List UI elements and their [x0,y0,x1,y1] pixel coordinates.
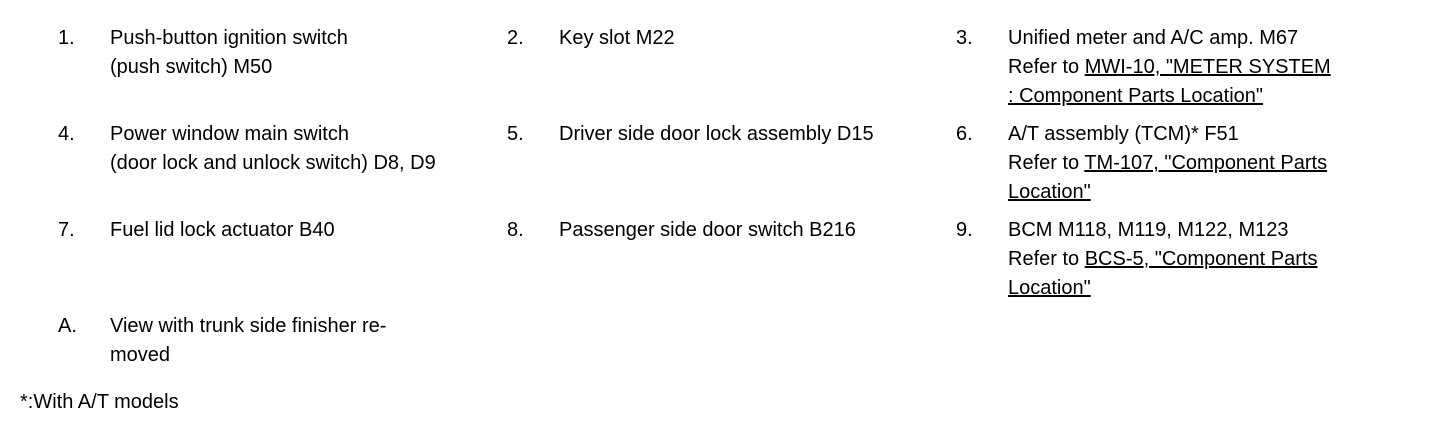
item-text-line: Driver side door lock assembly D15 [559,123,874,145]
item-number: A. [58,315,77,337]
item-text: A/T assembly (TCM)* F51 Refer to TM-107,… [1008,120,1327,207]
item-text-line: Key slot M22 [559,27,675,49]
item-text-line: Power window main switch [110,123,349,145]
refer-line: Refer to TM-107, "Component Parts [1008,149,1327,178]
item-text: Driver side door lock assembly D15 [559,120,874,149]
item-number: 5. [507,123,524,145]
refer-line: Refer to MWI-10, "METER SYSTEM [1008,53,1331,82]
item-text-line: A/T assembly (TCM)* F51 [1008,123,1239,145]
item-number: 3. [956,27,973,49]
item-text: Key slot M22 [559,24,675,53]
item-text: Power window main switch (door lock and … [110,120,436,178]
item-text-line: Push-button ignition switch [110,27,348,49]
reference-link-continuation[interactable]: : Component Parts Location" [1008,85,1264,107]
reference-link[interactable]: BCS-5, "Component Parts [1084,248,1318,270]
item-text-line: (door lock and unlock switch) D8, D9 [110,152,436,174]
item-text: Push-button ignition switch (push switch… [110,24,348,82]
item-text: Passenger side door switch B216 [559,216,856,245]
refer-prefix: Refer to [1008,248,1085,270]
item-number: 4. [58,123,75,145]
item-text: Unified meter and A/C amp. M67 Refer to … [1008,24,1331,111]
item-text-line: Fuel lid lock actuator B40 [110,219,335,241]
item-text-line: moved [110,344,171,366]
item-number: 1. [58,27,75,49]
item-text-line: BCM M118, M119, M122, M123 [1008,219,1289,241]
item-number: 9. [956,219,973,241]
reference-link-continuation[interactable]: Location" [1008,181,1091,203]
reference-link-continuation[interactable]: Location" [1008,277,1091,299]
refer-prefix: Refer to [1008,152,1085,174]
item-text: View with trunk side finisher re- moved [110,312,386,370]
item-number: 6. [956,123,973,145]
refer-prefix: Refer to [1008,56,1085,78]
item-number: 2. [507,27,524,49]
item-number: 7. [58,219,75,241]
item-text-line: (push switch) M50 [110,56,273,78]
item-text: Fuel lid lock actuator B40 [110,216,335,245]
item-text-line: Passenger side door switch B216 [559,219,856,241]
refer-line: Refer to BCS-5, "Component Parts [1008,245,1317,274]
item-number: 8. [507,219,524,241]
item-text: BCM M118, M119, M122, M123 Refer to BCS-… [1008,216,1317,303]
reference-link[interactable]: MWI-10, "METER SYSTEM [1084,56,1331,78]
item-text-line: View with trunk side finisher re- [110,315,387,337]
reference-link[interactable]: TM-107, "Component Parts [1084,152,1328,174]
footnote: *:With A/T models [20,391,179,413]
item-text-line: Unified meter and A/C amp. M67 [1008,27,1299,49]
